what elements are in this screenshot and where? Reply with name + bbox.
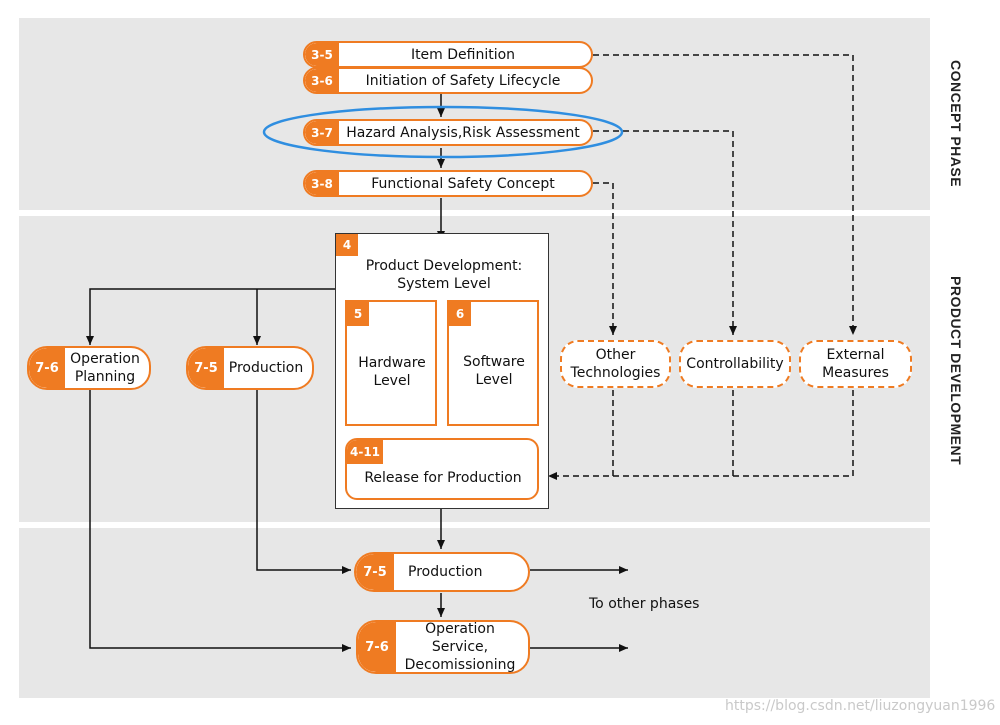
step-label: Item Definition — [410, 46, 516, 63]
step-number: 3-7 — [305, 121, 339, 144]
step-number: 3-8 — [305, 172, 339, 195]
hazard-analysis-step: 3-7 Hazard Analysis,Risk Assessment — [303, 119, 593, 146]
step-label: Operation Service, Decomissioning — [404, 621, 516, 673]
other-technologies-box: Other Technologies — [560, 340, 671, 388]
operation-service-step: 7-6 Operation Service, Decomissioning — [356, 620, 530, 674]
controllability-box: Controllability — [679, 340, 791, 388]
release-for-production-label: Release for Production — [364, 470, 522, 486]
step-number: 4 — [336, 234, 358, 256]
step-number: 7-5 — [356, 554, 394, 590]
operation-planning-step: 7-6 Operation Planning — [27, 346, 151, 390]
step-number: 7-6 — [29, 348, 65, 388]
step-label: Production — [228, 360, 304, 376]
watermark: https://blog.csdn.net/liuzongyuan1996 — [725, 698, 996, 714]
software-level-label: Software Level — [463, 354, 525, 388]
step-label: Functional Safety Concept — [371, 175, 555, 192]
step-label: Operation Planning — [70, 351, 140, 385]
hardware-level-box: 5 Hardware Level — [345, 300, 437, 426]
hardware-level-label: Hardware Level — [358, 355, 426, 389]
step-label: Production — [408, 564, 483, 580]
external-measures-box: External Measures — [799, 340, 912, 388]
step-number: 3-6 — [305, 69, 339, 92]
step-number: 5 — [347, 302, 369, 326]
item-definition-step: 3-5 Item Definition — [303, 41, 593, 68]
highlight-ellipse — [262, 105, 624, 159]
step-number: 4-11 — [347, 440, 383, 464]
release-for-production-box: 4-11 Release for Production — [345, 438, 539, 500]
initiation-step: 3-6 Initiation of Safety Lifecycle — [303, 67, 593, 94]
step-number: 3-5 — [305, 43, 339, 66]
step-label: Hazard Analysis,Risk Assessment — [346, 124, 580, 141]
step-number: 6 — [449, 302, 471, 326]
production-step: 7-5 Production — [354, 552, 530, 592]
step-label: Initiation of Safety Lifecycle — [365, 72, 561, 89]
functional-safety-concept-step: 3-8 Functional Safety Concept — [303, 170, 593, 197]
concept-phase-label: CONCEPT PHASE — [948, 60, 964, 188]
step-number: 7-5 — [188, 348, 224, 388]
product-development-label: PRODUCT DEVELOPMENT — [948, 276, 964, 466]
step-number: 7-6 — [358, 622, 396, 672]
software-level-box: 6 Software Level — [447, 300, 539, 426]
to-other-phases-label: To other phases — [589, 596, 700, 612]
system-level-label: Product Development: System Level — [365, 258, 523, 292]
production-planning-step: 7-5 Production — [186, 346, 314, 390]
